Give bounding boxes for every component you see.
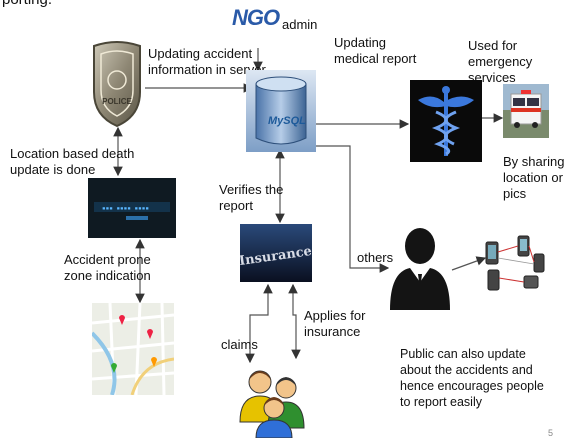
ambulance-icon	[503, 84, 549, 138]
database-text: MySQL	[268, 115, 306, 127]
police-badge-image: POLICE	[88, 40, 146, 128]
insurance-icon: Insurance	[240, 224, 312, 282]
display-image: ▪▪▪ ▪▪▪▪ ▪▪▪▪	[88, 178, 176, 238]
map-image	[92, 303, 174, 395]
label-used-for: Used for emergency services	[468, 38, 533, 85]
people-group-image	[236, 362, 312, 438]
medical-image	[410, 80, 482, 162]
phones-icon	[485, 235, 545, 291]
edge-insurance-claims	[245, 283, 273, 364]
database-icon: MySQL	[246, 70, 316, 152]
insurance-image: Insurance	[240, 224, 312, 282]
page-number: 5	[548, 428, 554, 438]
label-public: Public can also update about the acciden…	[400, 347, 544, 409]
person-icon	[390, 228, 450, 310]
label-updating-accident: Updating accident information in server	[148, 46, 266, 77]
edge-database-to-public	[312, 145, 390, 273]
person-image	[388, 220, 452, 310]
label-accident-prone: Accident prone zone indication	[64, 252, 151, 283]
label-verifies: Verifies the report	[219, 182, 284, 213]
map-icon	[92, 303, 174, 395]
label-applies: Applies for insurance	[304, 308, 366, 339]
display-icon: ▪▪▪ ▪▪▪▪ ▪▪▪▪	[88, 178, 176, 238]
badge-text: POLICE	[102, 97, 132, 106]
label-others: others	[357, 250, 394, 265]
caduceus-icon	[418, 86, 474, 156]
ambulance-image	[503, 84, 549, 138]
edge-public-to-phones	[451, 256, 487, 271]
phones-image	[478, 232, 554, 296]
ngo-logo: NGO	[232, 5, 280, 30]
svg-text:▪▪▪ ▪▪▪▪ ▪▪▪▪: ▪▪▪ ▪▪▪▪ ▪▪▪▪	[102, 205, 149, 212]
people-group-icon	[239, 370, 305, 438]
top-cut-text: porting.	[2, 0, 52, 8]
label-updating-medical: Updating medical report	[334, 35, 417, 66]
badge-icon: POLICE	[93, 41, 141, 128]
ngo-admin-label: admin	[282, 17, 318, 32]
edge-insurance-applies	[288, 283, 301, 360]
label-location-death: Location based death update is done	[10, 146, 135, 177]
database-image: MySQL	[246, 70, 316, 152]
label-by-sharing: By sharing location or pics	[503, 154, 565, 201]
label-claims: claims	[221, 337, 258, 352]
